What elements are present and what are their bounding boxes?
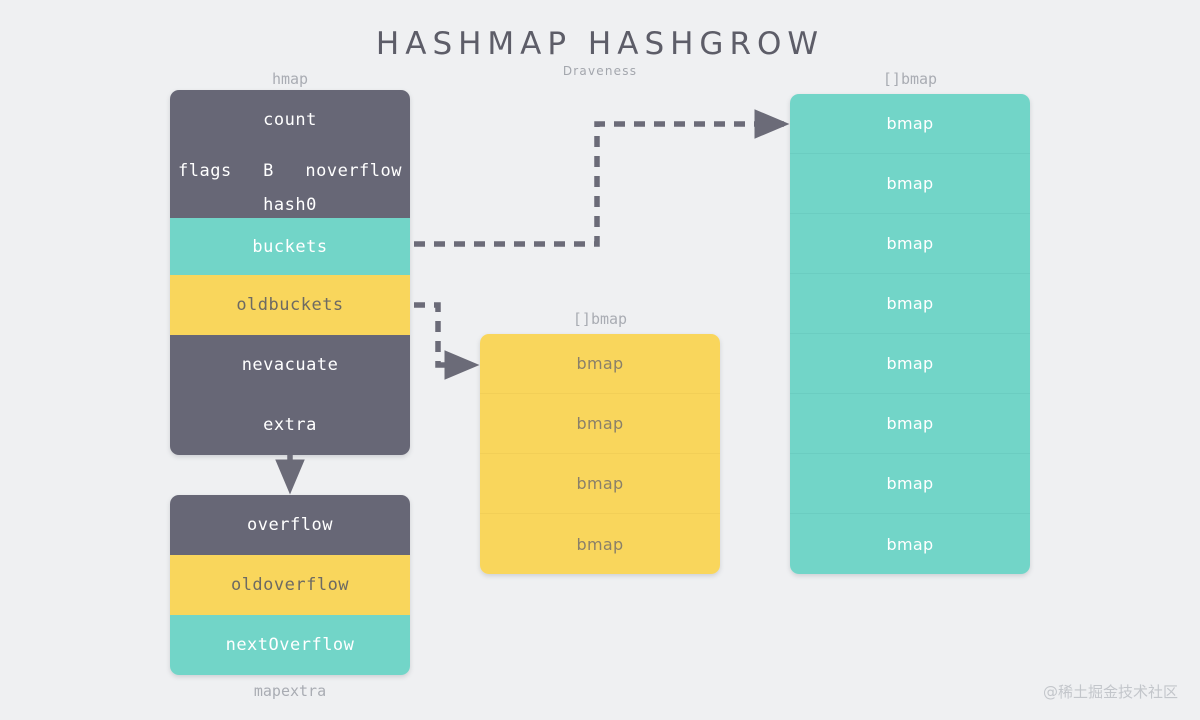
mapextra-field-overflow: overflow <box>170 495 410 555</box>
new-bmap-cell-7: bmap <box>790 514 1030 574</box>
hmap-field-hash0: hash0 <box>170 192 410 218</box>
hmap-field-noverflow: noverflow <box>305 161 402 181</box>
mapextra-field-oldoverflow: oldoverflow <box>170 555 410 615</box>
old-bmap-array-caption: []bmap <box>572 310 628 328</box>
new-bmap-cell-3: bmap <box>790 274 1030 334</box>
new-bmap-cell-6: bmap <box>790 454 1030 514</box>
mapextra-caption: mapextra <box>253 682 327 700</box>
hmap-field-count: count <box>170 90 410 150</box>
mapextra-struct-box: overflow oldoverflow nextOverflow <box>170 495 410 675</box>
hmap-field-b: B <box>263 161 274 181</box>
arrow-oldbuckets-to-old-bmap <box>414 302 480 380</box>
hmap-field-oldbuckets: oldbuckets <box>170 275 410 335</box>
arrow-buckets-to-new-bmap <box>414 109 790 247</box>
page-title: HASHMAP HASHGROW <box>375 26 825 62</box>
new-bmap-array-caption: []bmap <box>882 70 938 88</box>
mapextra-field-nextoverflow: nextOverflow <box>170 615 410 675</box>
old-bmap-cell-2: bmap <box>480 454 720 514</box>
new-bmap-cell-0: bmap <box>790 94 1030 154</box>
new-bmap-cell-5: bmap <box>790 394 1030 454</box>
new-bmap-cell-1: bmap <box>790 154 1030 214</box>
new-bmap-cell-4: bmap <box>790 334 1030 394</box>
new-bmap-cell-2: bmap <box>790 214 1030 274</box>
watermark: @稀土掘金技术社区 <box>1042 683 1178 701</box>
hmap-field-nevacuate: nevacuate <box>170 335 410 395</box>
old-bmap-cell-0: bmap <box>480 334 720 394</box>
hmap-field-row-flags-b-noverflow: flags B noverflow <box>170 150 410 192</box>
old-bmap-cell-3: bmap <box>480 514 720 574</box>
hmap-caption: hmap <box>271 70 309 88</box>
old-bmap-cell-1: bmap <box>480 394 720 454</box>
hmap-field-extra: extra <box>170 395 410 455</box>
page-subtitle: Draveness <box>562 64 638 78</box>
hmap-struct-box: count flags B noverflow hash0 buckets ol… <box>170 90 410 455</box>
hmap-field-buckets: buckets <box>170 218 410 275</box>
hmap-field-flags: flags <box>178 161 232 181</box>
